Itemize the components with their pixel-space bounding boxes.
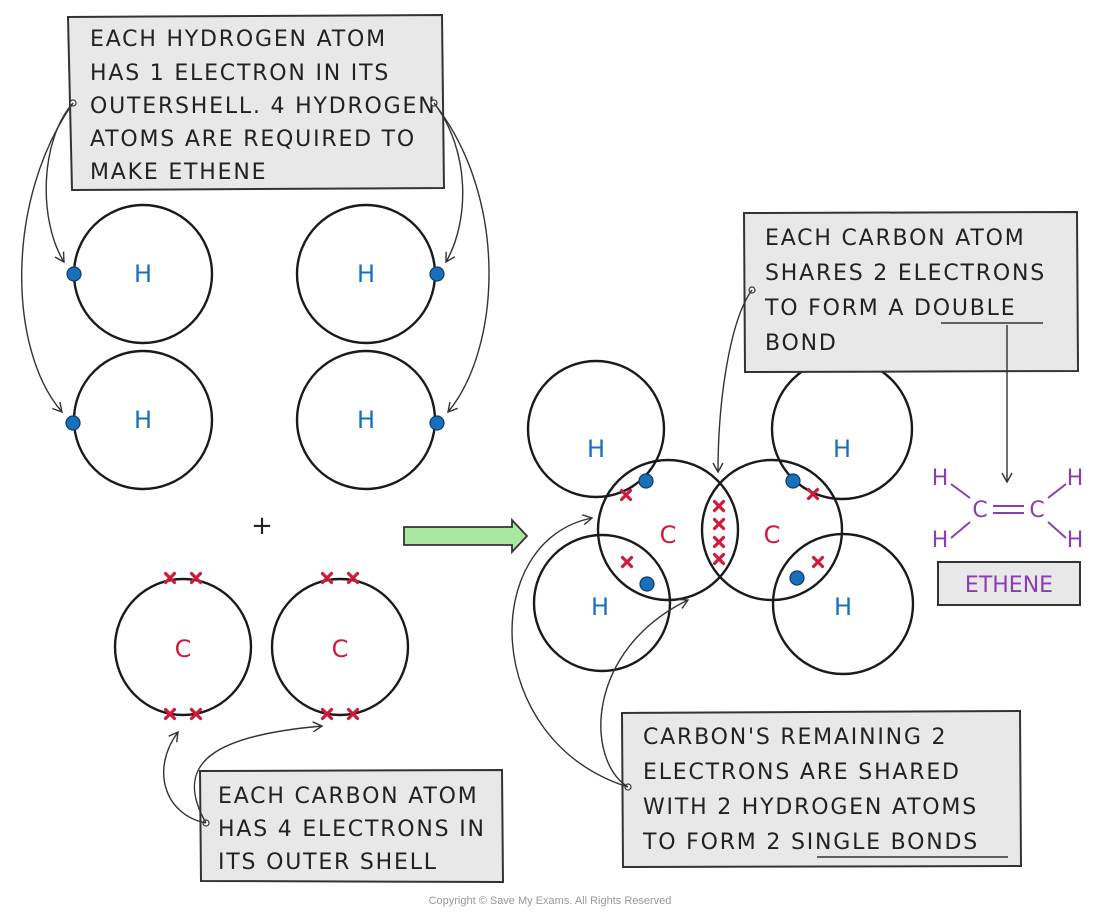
electron-cross-icon bbox=[163, 571, 177, 585]
electron-cross-icon bbox=[712, 535, 726, 549]
double-bond-note-arrows bbox=[712, 286, 1013, 484]
electron-dot-icon bbox=[429, 415, 445, 431]
formula-hydrogen: H bbox=[1067, 466, 1084, 491]
carbon-note-arrows bbox=[163, 721, 324, 827]
hydrogen-note-line: OUTERSHELL. 4 HYDROGEN bbox=[90, 94, 436, 119]
formula-bonds bbox=[950, 483, 1067, 539]
hydrogen-note-arrows bbox=[21, 99, 490, 414]
hydrogen-note-line: HAS 1 ELECTRON IN ITS bbox=[90, 61, 390, 86]
carbon-note-line: EACH CARBON ATOM bbox=[218, 784, 479, 809]
electron-dot-icon bbox=[639, 576, 655, 592]
hydrogen-atom: H bbox=[65, 349, 214, 491]
carbon-atom: C bbox=[270, 571, 410, 721]
double-bond-note-line: EACH CARBON ATOM bbox=[765, 226, 1026, 251]
double-bond-note: EACH CARBON ATOM SHARES 2 ELECTRONS TO F… bbox=[742, 210, 1080, 374]
electron-cross-icon bbox=[712, 517, 726, 531]
hydrogen-note: EACH HYDROGEN ATOM HAS 1 ELECTRON IN ITS… bbox=[66, 13, 446, 192]
molecule-name: ETHENE bbox=[965, 573, 1053, 598]
carbon-atom: C bbox=[113, 571, 253, 721]
hydrogen-symbol: H bbox=[134, 260, 152, 288]
electron-dot-icon bbox=[66, 266, 82, 282]
hydrogen-atom: H bbox=[295, 203, 445, 345]
product-carbon-atom bbox=[596, 458, 740, 602]
electron-dot-icon bbox=[785, 473, 801, 489]
single-bond-note-arrows bbox=[511, 514, 690, 791]
ethene-label: ETHENE bbox=[937, 561, 1081, 606]
electron-cross-icon bbox=[811, 555, 825, 569]
electron-cross-icon bbox=[189, 707, 203, 721]
double-bond-note-line: BOND bbox=[765, 331, 838, 356]
reactant-carbon-atoms: C C bbox=[113, 571, 410, 721]
plus-sign: + bbox=[251, 511, 273, 541]
hydrogen-symbol: H bbox=[591, 593, 609, 621]
electron-dot-icon bbox=[789, 570, 805, 586]
carbon-symbol: C bbox=[764, 521, 781, 549]
electron-cross-icon bbox=[619, 488, 633, 502]
single-bond-note-line: WITH 2 HYDROGEN ATOMS bbox=[643, 795, 978, 820]
electron-cross-icon bbox=[620, 555, 634, 569]
product-hydrogen-atom bbox=[532, 533, 672, 673]
hydrogen-symbol: H bbox=[357, 406, 375, 434]
double-bond-note-line: SHARES 2 ELECTRONS bbox=[765, 261, 1046, 286]
hydrogen-atom: H bbox=[66, 203, 214, 345]
hydrogen-note-line: MAKE ETHENE bbox=[90, 160, 267, 185]
single-bond-note: CARBON'S REMAINING 2 ELECTRONS ARE SHARE… bbox=[620, 709, 1023, 869]
hydrogen-symbol: H bbox=[833, 435, 851, 463]
product-hydrogen-atom bbox=[526, 359, 666, 499]
electron-cross-icon bbox=[806, 487, 820, 501]
single-bond-note-line: CARBON'S REMAINING 2 bbox=[643, 725, 947, 750]
electron-cross-icon bbox=[712, 552, 726, 566]
carbon-symbol: C bbox=[332, 635, 349, 663]
electron-cross-icon bbox=[189, 571, 203, 585]
electron-dot-icon bbox=[429, 266, 445, 282]
carbon-symbol: C bbox=[175, 635, 192, 663]
formula-hydrogen: H bbox=[932, 528, 949, 553]
carbon-symbol: C bbox=[660, 521, 677, 549]
hydrogen-symbol: H bbox=[834, 593, 852, 621]
hydrogen-symbol: H bbox=[587, 435, 605, 463]
hydrogen-atom: H bbox=[295, 349, 445, 491]
electron-cross-icon bbox=[346, 707, 360, 721]
formula-carbon: C bbox=[972, 498, 987, 523]
electron-cross-icon bbox=[163, 707, 177, 721]
electron-dot-icon bbox=[638, 473, 654, 489]
carbon-note-line: ITS OUTER SHELL bbox=[218, 850, 438, 875]
formula-hydrogen: H bbox=[1067, 528, 1084, 553]
electron-cross-icon bbox=[320, 707, 334, 721]
reactant-hydrogen-atoms: H H H H bbox=[65, 203, 445, 491]
electron-cross-icon bbox=[346, 571, 360, 585]
double-bond-note-line: TO FORM A DOUBLE bbox=[764, 296, 1016, 321]
single-bond-note-line: ELECTRONS ARE SHARED bbox=[643, 760, 961, 785]
carbon-note-line: HAS 4 ELECTRONS IN bbox=[218, 817, 486, 842]
carbon-note: EACH CARBON ATOM HAS 4 ELECTRONS IN ITS … bbox=[198, 768, 505, 884]
formula-hydrogen: H bbox=[932, 466, 949, 491]
product-carbon-atom bbox=[700, 458, 844, 602]
hydrogen-note-line: ATOMS ARE REQUIRED TO bbox=[90, 127, 416, 152]
hydrogen-symbol: H bbox=[134, 406, 152, 434]
single-bond-note-line: TO FORM 2 SINGLE BONDS bbox=[642, 830, 979, 855]
electron-cross-icon bbox=[320, 571, 334, 585]
electron-cross-icon bbox=[712, 499, 726, 513]
hydrogen-symbol: H bbox=[357, 260, 375, 288]
electron-dot-icon bbox=[65, 415, 81, 431]
reaction-arrow-icon bbox=[403, 517, 529, 555]
hydrogen-note-line: EACH HYDROGEN ATOM bbox=[90, 27, 387, 52]
ethene-structural-formula: H H H H C C bbox=[932, 466, 1084, 553]
formula-carbon: C bbox=[1029, 498, 1044, 523]
copyright-notice: Copyright © Save My Exams. All Rights Re… bbox=[429, 895, 672, 907]
